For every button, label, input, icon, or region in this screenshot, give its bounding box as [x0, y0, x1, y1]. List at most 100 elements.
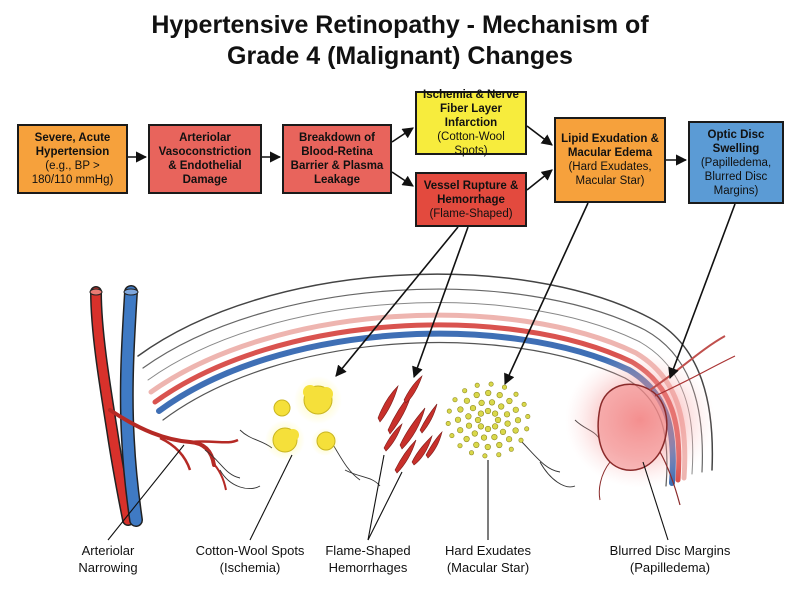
- hard-exudate-dot: [468, 450, 474, 456]
- box-hypertension-title: Severe, Acute Hypertension: [34, 132, 111, 158]
- box-disc-sub3: Margins): [713, 184, 759, 197]
- hard-exudate-dot: [514, 417, 522, 424]
- box-exudation-sub1: (Hard Exudates,: [568, 161, 652, 173]
- hard-exudate-dot: [504, 420, 511, 427]
- title-line-1: Hypertensive Retinopathy - Mechanism of: [151, 11, 649, 39]
- hard-exudate-dot: [485, 389, 492, 397]
- label-blurred-disc-margins: Blurred Disc Margins (Papilledema): [609, 543, 731, 575]
- page-title: Hypertensive Retinopathy - Mechanism of …: [0, 10, 800, 72]
- box-exudation-title: Lipid Exudation & Macular Edema: [561, 133, 659, 159]
- capillaries: [204, 419, 601, 490]
- label-cotton-wool-spots: Cotton-Wool Spots (Ischemia): [195, 543, 305, 575]
- hard-exudate-dot: [499, 428, 507, 436]
- hard-exudate-dot: [469, 405, 477, 412]
- hard-exudate-dot: [488, 381, 494, 387]
- hard-exudate-dot: [501, 384, 507, 390]
- box-rupture-title: Vessel Rupture & Hemorrhage: [423, 179, 519, 206]
- label-flame-hemorrhages: Flame-Shaped Hemorrhages: [325, 543, 411, 575]
- hard-exudate-dot: [484, 407, 492, 415]
- box-disc-sub1: (Papilledema,: [700, 156, 772, 169]
- title-line-2: Grade 4 (Malignant) Changes: [227, 42, 573, 70]
- box-optic-disc-swelling: Optic Disc Swelling (Papilledema, Blurre…: [688, 121, 784, 204]
- box-barrier-breakdown: Breakdown of Blood-Retina Barrier & Plas…: [282, 124, 392, 194]
- hard-exudate-dot: [454, 416, 462, 423]
- hard-exudate-dot: [482, 453, 488, 459]
- box-severe-hypertension: Severe, Acute Hypertension (e.g., BP > 1…: [17, 124, 128, 194]
- hard-exudate-dot: [513, 391, 519, 397]
- hard-exudate-dot: [508, 446, 514, 452]
- hard-exudate-dot: [474, 416, 482, 424]
- cotton-wool-spots: [265, 376, 342, 460]
- box-exudation-sub2: Macular Star): [575, 175, 645, 187]
- hard-exudate-dot: [480, 434, 488, 441]
- hard-exudate-dot: [457, 406, 464, 413]
- hard-exudate-dot: [525, 413, 531, 419]
- box-hypertension-sub1: (e.g., BP >: [45, 160, 100, 172]
- hard-exudate-dot: [473, 391, 480, 399]
- box-disc-sub2: Blurred Disc: [704, 170, 768, 183]
- hard-exudate-dot: [463, 435, 470, 443]
- box-vasoconstriction-title: Arteriolar Vasoconstriction & Endothelia…: [158, 132, 252, 186]
- hard-exudate-dot: [484, 425, 492, 433]
- label-arteriolar-narrowing: Arteriolar Narrowing: [78, 543, 138, 575]
- hard-exudate-dot: [452, 397, 458, 403]
- hard-exudate-dot: [465, 413, 472, 420]
- box-rupture-sub1: (Flame-Shaped): [429, 207, 513, 220]
- hard-exudate-dot: [474, 382, 480, 388]
- hard-exudate-dot: [445, 420, 451, 426]
- hard-exudate-dot: [478, 399, 485, 407]
- optic-disc-outline: [597, 383, 668, 471]
- hard-exudate-dot: [446, 408, 452, 414]
- hard-exudate-dot: [496, 392, 503, 399]
- label-hard-exudates: Hard Exudates (Macular Star): [445, 543, 531, 575]
- box-breakdown-title: Breakdown of Blood-Retina Barrier & Plas…: [290, 132, 384, 186]
- box-disc-title: Optic Disc Swelling: [707, 128, 765, 155]
- box-lipid-exudation: Lipid Exudation & Macular Edema (Hard Ex…: [554, 117, 666, 203]
- hard-exudate-dot: [524, 426, 530, 432]
- hard-exudate-dot: [477, 423, 485, 430]
- hard-exudate-dot: [477, 410, 485, 417]
- hard-exudate-dot: [512, 406, 519, 413]
- box-hypertension-sub2: 180/110 mmHg): [31, 174, 114, 186]
- hard-exudate-dot: [498, 403, 505, 410]
- hard-exudate-dot: [503, 411, 511, 418]
- arrow-breakdown-to-ischemia: [391, 127, 414, 143]
- hard-exudate-dot: [449, 433, 455, 439]
- label-leaders: [107, 444, 669, 541]
- flow-arrows: [128, 125, 736, 386]
- box-ischemia-sub1: (Cotton-Wool Spots): [437, 131, 505, 157]
- hard-exudate-dot: [471, 430, 478, 437]
- hard-exudate-dot: [521, 401, 527, 407]
- arrow-rupture-to-exudation: [526, 169, 553, 191]
- hard-exudate-dot: [506, 436, 513, 443]
- hard-exudate-dot: [496, 441, 503, 449]
- hard-exudate-dot: [462, 388, 468, 394]
- hard-exudate-dot: [457, 443, 463, 449]
- pointer-rupture-to-cotton: [335, 226, 459, 377]
- hard-exudate-dot: [491, 434, 498, 441]
- hard-exudate-dot: [457, 427, 464, 434]
- arrow-ischemia-to-exudation: [526, 125, 553, 146]
- hard-exudate-dot: [463, 397, 471, 404]
- hard-exudate-dot: [506, 397, 513, 405]
- box-ischemia-title: Ischemia & Nerve Fiber Layer Infarction: [423, 89, 519, 129]
- pointer-exudation-to-star: [504, 202, 589, 386]
- box-vessel-rupture: Vessel Rupture & Hemorrhage (Flame-Shape…: [415, 172, 527, 227]
- pointer-rupture-to-flame: [412, 226, 469, 379]
- flame-hemorrhages: [377, 375, 443, 474]
- hard-exudate-dot: [494, 416, 502, 424]
- hard-exudate-dot: [512, 427, 519, 434]
- box-arteriolar-vasoconstriction: Arteriolar Vasoconstriction & Endothelia…: [148, 124, 262, 194]
- box-ischemia-infarction: Ischemia & Nerve Fiber Layer Infarction …: [415, 89, 527, 157]
- pointer-disc-to-swelling: [668, 203, 736, 380]
- arrow-breakdown-to-rupture: [391, 171, 414, 187]
- hard-exudate-dot: [488, 399, 496, 406]
- optic-disc: [565, 335, 736, 506]
- hard-exudate-dot: [465, 422, 473, 429]
- hard-exudate-dot: [473, 441, 480, 449]
- hard-exudate-dot: [518, 437, 524, 443]
- hard-exudates-star: [445, 381, 531, 459]
- hard-exudate-dot: [484, 443, 491, 451]
- hard-exudate-dot: [496, 452, 502, 458]
